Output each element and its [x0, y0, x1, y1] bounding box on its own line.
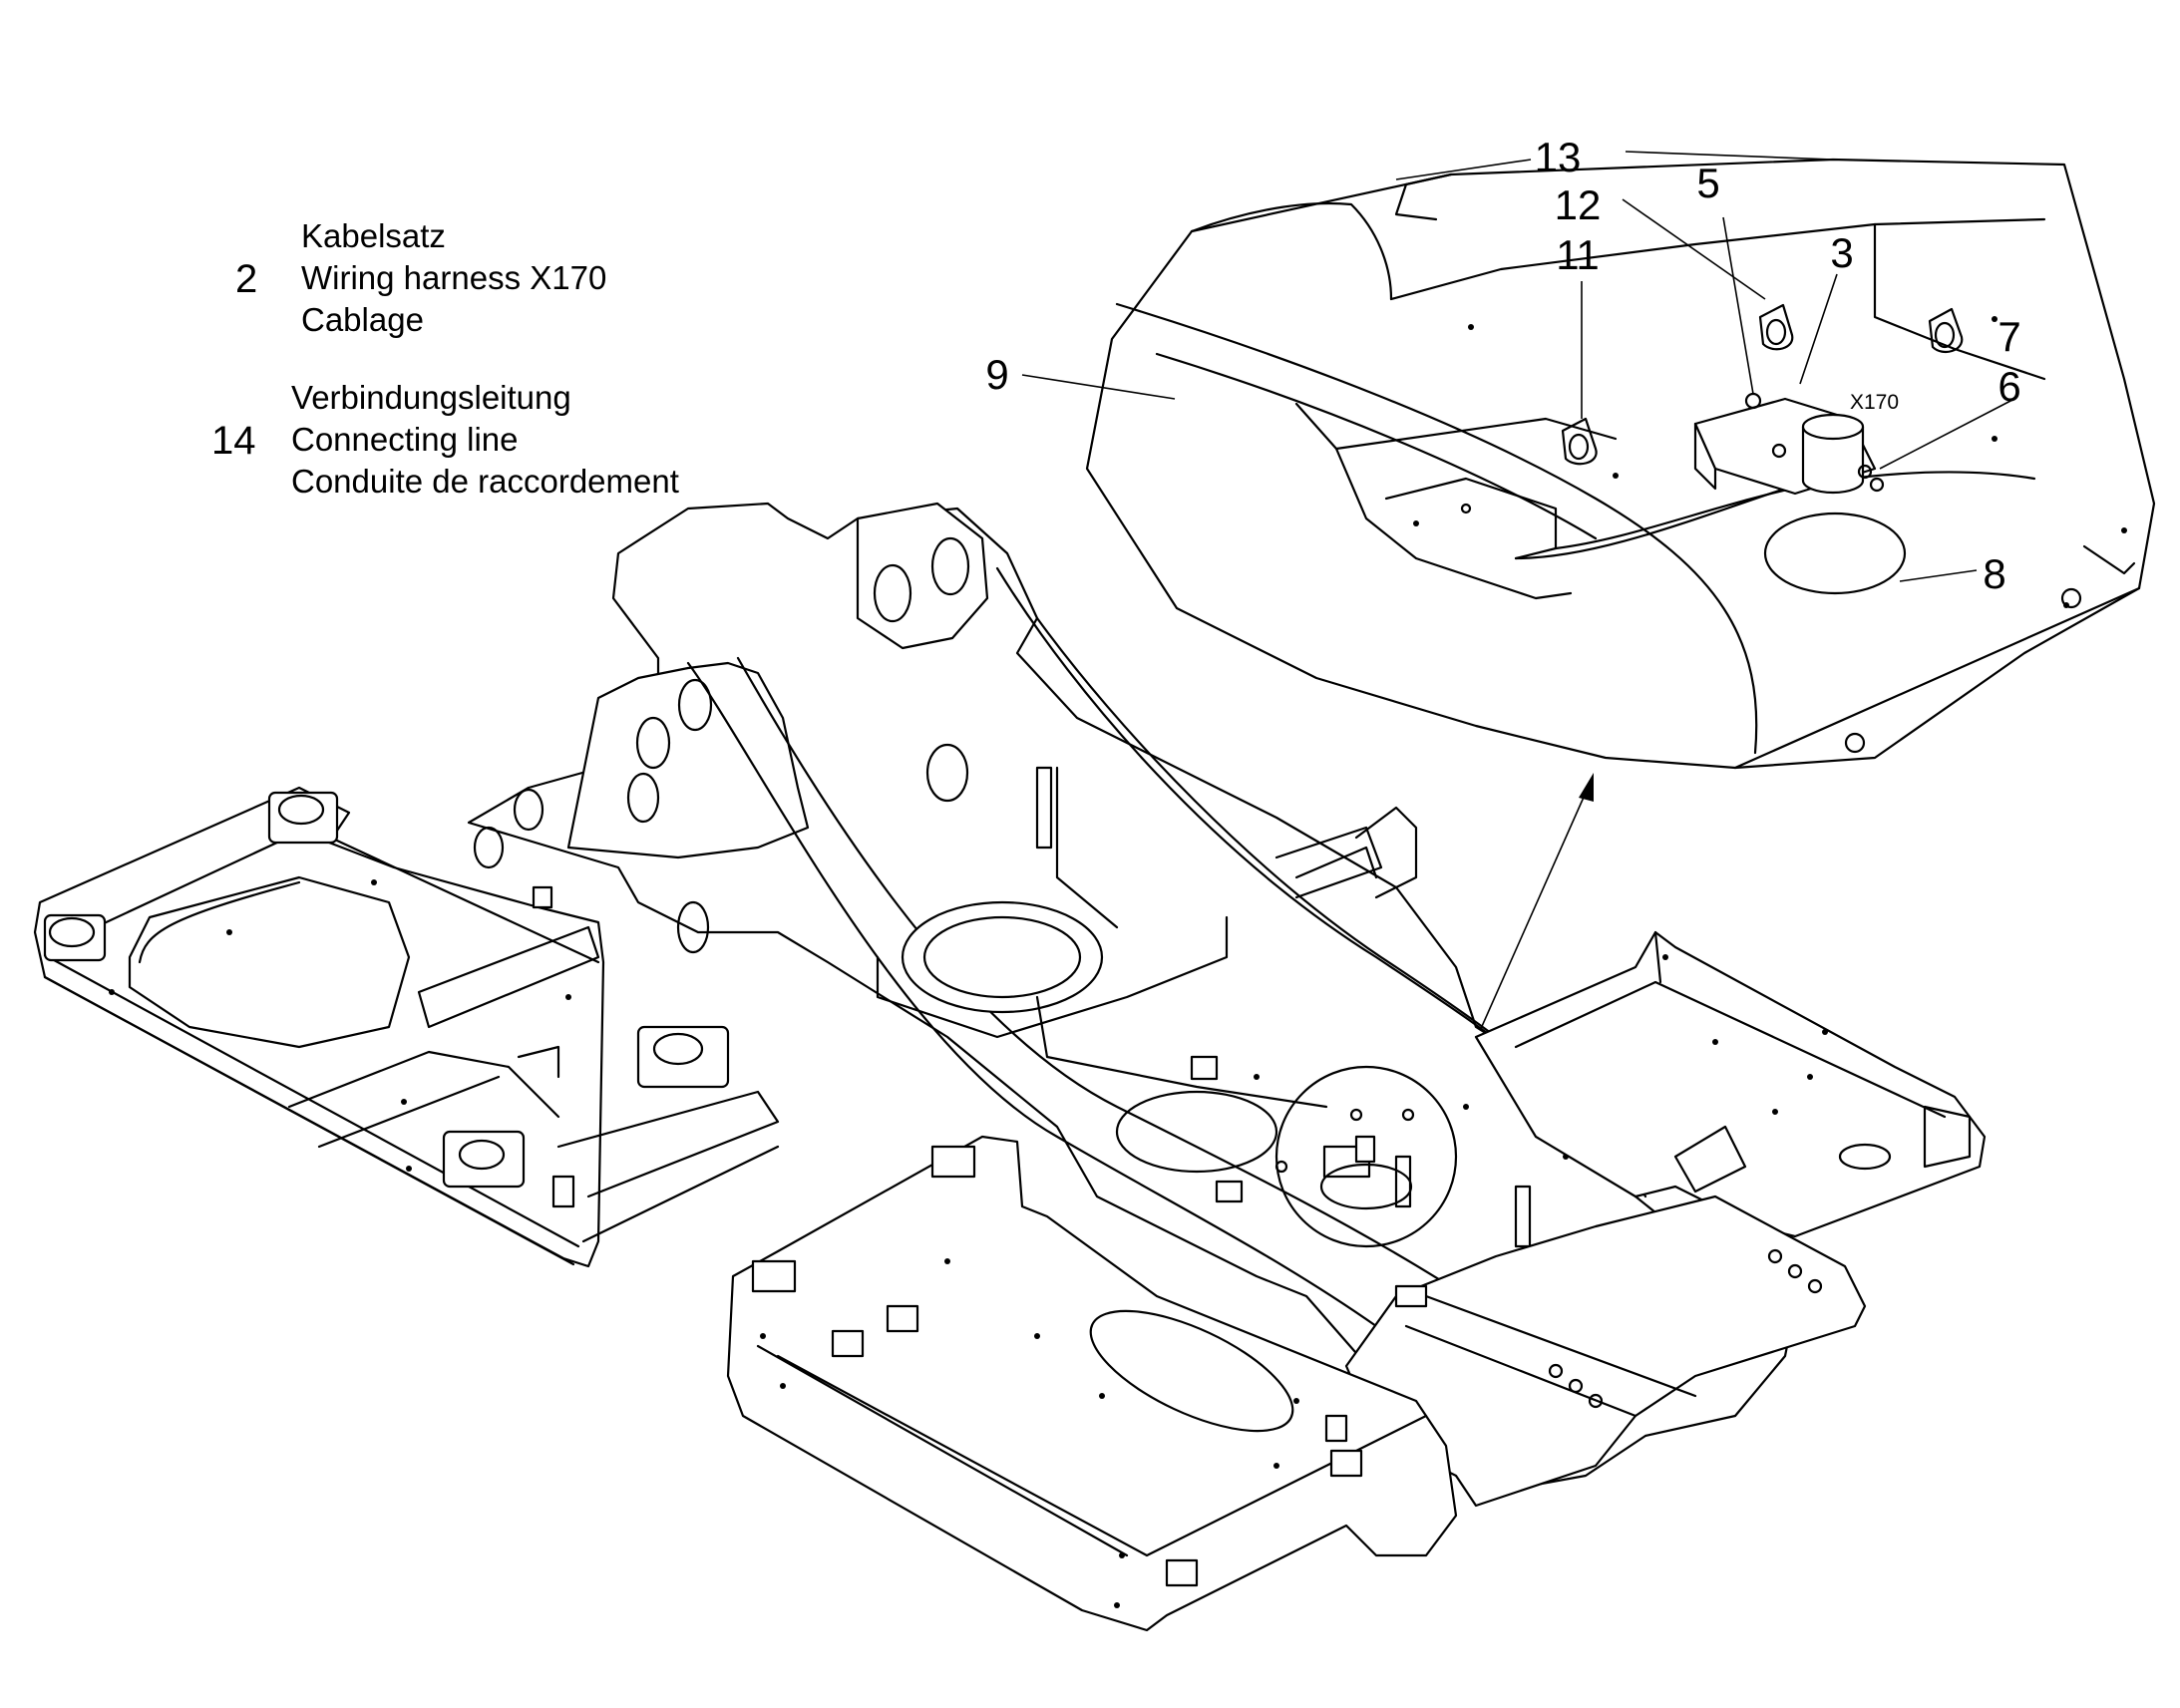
callout-12: 12: [1555, 181, 1602, 228]
legend-number: 2: [235, 257, 258, 301]
connector-label: X170: [1850, 391, 1899, 414]
left-track-frame: [33, 786, 780, 1268]
center-body: [467, 502, 1797, 1498]
hole-oval: [1763, 512, 1907, 595]
callout-9: 9: [985, 351, 1008, 398]
legend-text-en: Connecting line: [291, 421, 519, 458]
callout-3: 3: [1830, 229, 1853, 276]
callout-8: 8: [1983, 550, 2005, 597]
legend-text-de: Kabelsatz: [301, 217, 446, 254]
front-pad: [726, 1135, 1458, 1632]
callout-7: 7: [1998, 313, 2020, 360]
legend-text-fr: Conduite de raccordement: [291, 463, 679, 500]
cable-clip-7: [1928, 307, 1964, 354]
callout-13: 13: [1535, 134, 1582, 180]
boom-mount: [566, 661, 810, 859]
detail-circle: [1274, 1065, 1458, 1248]
connector-housing: [1801, 425, 1865, 495]
legend-text-en: Wiring harness X170: [301, 259, 607, 296]
legend-text-fr: Cablage: [301, 301, 424, 338]
cable-clip-11: [1561, 417, 1598, 466]
legend-number: 14: [211, 419, 256, 463]
callout-6: 6: [1998, 363, 2020, 410]
callout-5: 5: [1696, 160, 1719, 206]
main-frame: [33, 502, 1987, 1632]
slot-opening: [1089, 1309, 1294, 1433]
callout-11: 11: [1556, 231, 1600, 278]
slewing-ring: [901, 900, 1104, 1014]
cable-clip-12: [1758, 303, 1794, 351]
detail-bubble: [1085, 158, 2156, 770]
callouts: 13 12 11 5 3 7 6 9 8 X170: [985, 134, 2020, 597]
legend-text-de: Verbindungsleitung: [291, 379, 571, 416]
right-track-frame: [1474, 930, 1987, 1238]
